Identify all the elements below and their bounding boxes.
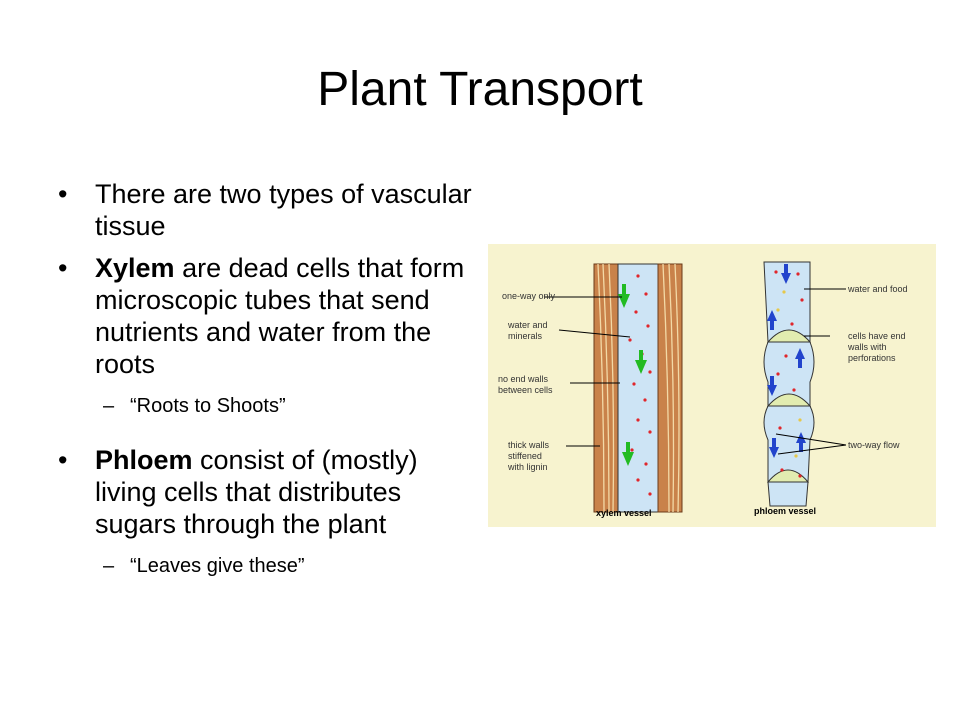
sieve-plate — [766, 329, 812, 343]
down-arrow — [767, 376, 777, 396]
bullet-text: are dead cells that form microscopic tub… — [95, 253, 465, 379]
food-dot — [796, 272, 800, 276]
lignin-fiber — [674, 263, 680, 513]
vascular-tissue-diagram: one-way only water and minerals no end w… — [488, 244, 936, 527]
food-dot — [774, 270, 778, 274]
phloem-flow-arrows — [767, 264, 806, 458]
mineral-dot — [648, 370, 652, 374]
food-dot — [800, 298, 804, 302]
mineral-dot — [648, 430, 652, 434]
bullet-text: There are two types of vascular tissue — [95, 179, 472, 241]
bullet-item: • Phloem consist of (mostly) living cell… — [58, 444, 478, 540]
bullet-list: • There are two types of vascular tissue… — [58, 178, 478, 604]
label-between-cells: between cells — [498, 385, 553, 395]
xylem-vessel-caption: xylem vessel — [596, 508, 652, 518]
sub-bullet-item: – “Roots to Shoots” — [58, 390, 478, 422]
phloem-vessel-caption: phloem vessel — [754, 506, 816, 516]
mineral-dot — [644, 292, 648, 296]
label-leader-lines — [544, 288, 847, 455]
bullet-marker: • — [58, 253, 68, 283]
label-water-and: water and — [507, 320, 548, 330]
food-dot — [790, 322, 794, 326]
food-dot — [784, 354, 788, 358]
xylem-flow-arrows — [618, 284, 647, 466]
phloem-vessel — [763, 261, 815, 507]
slide-title: Plant Transport — [317, 63, 643, 116]
xylem-right-wall — [657, 263, 683, 513]
xylem-lignin-fibers — [597, 263, 680, 513]
sub-bullet-text: “Roots to Shoots” — [130, 395, 286, 417]
mineral-dot — [636, 418, 640, 422]
label-one-way-only: one-way only — [502, 291, 556, 301]
bullet-text: consist of (mostly) living cells that di… — [95, 445, 418, 539]
sub-bullet-text: “Leaves give these” — [130, 555, 305, 577]
sub-bullet-marker: – — [103, 555, 115, 577]
bullet-term: Phloem — [95, 445, 193, 475]
label-no-end-walls: no end walls — [498, 374, 549, 384]
food-dot — [776, 372, 780, 376]
lignin-fiber — [662, 263, 670, 513]
up-arrow — [635, 350, 647, 374]
mineral-dot — [644, 462, 648, 466]
up-arrow — [795, 348, 805, 368]
bullet-item: • There are two types of vascular tissue — [58, 178, 478, 242]
phloem-sieve-plates — [766, 329, 812, 483]
mineral-dot — [636, 274, 640, 278]
mineral-dot — [628, 338, 632, 342]
bullet-term: Xylem — [95, 253, 175, 283]
up-arrow — [622, 442, 634, 466]
diagram-background — [488, 244, 936, 527]
lignin-fiber — [597, 263, 605, 513]
bullet-item: • Xylem are dead cells that form microsc… — [58, 252, 478, 380]
up-arrow — [767, 310, 777, 330]
label-thick-walls: thick walls — [508, 440, 550, 450]
food-dot — [778, 426, 782, 430]
up-arrow — [618, 284, 630, 308]
sieve-plate — [766, 393, 812, 407]
label-minerals: minerals — [508, 331, 543, 341]
up-arrow — [796, 432, 806, 452]
xylem-left-wall — [593, 263, 619, 513]
food-dot — [776, 308, 780, 312]
food-dot — [782, 290, 786, 294]
mineral-dot — [634, 310, 638, 314]
xylem-vessel — [593, 263, 683, 513]
lignin-fiber — [602, 263, 610, 513]
lignin-fiber — [608, 263, 615, 513]
food-dot — [780, 468, 784, 472]
label-stiffened: stiffened — [508, 451, 542, 461]
label-with-lignin: with lignin — [507, 462, 548, 472]
lignin-fiber — [668, 263, 675, 513]
label-water-and-food: water and food — [847, 284, 908, 294]
sieve-plate — [766, 469, 810, 483]
food-dot — [798, 418, 802, 422]
label-cells-have-end: cells have end — [848, 331, 906, 341]
label-perforations: perforations — [848, 353, 896, 363]
mineral-dot — [632, 382, 636, 386]
diagram-svg: one-way only water and minerals no end w… — [488, 244, 936, 527]
mineral-dot — [643, 398, 647, 402]
mineral-dot — [646, 324, 650, 328]
label-walls-with: walls with — [847, 342, 887, 352]
food-dot — [798, 474, 802, 478]
bullet-marker: • — [58, 445, 68, 475]
food-dot — [792, 388, 796, 392]
label-two-way-flow: two-way flow — [848, 440, 900, 450]
mineral-dot — [630, 448, 634, 452]
sub-bullet-marker: – — [103, 395, 115, 417]
mineral-dot — [648, 492, 652, 496]
bullet-marker: • — [58, 179, 68, 209]
down-arrow — [769, 438, 779, 458]
sub-bullet-item: – “Leaves give these” — [58, 550, 478, 582]
down-arrow — [781, 264, 791, 284]
food-dot — [794, 454, 798, 458]
mineral-dot — [636, 478, 640, 482]
xylem-mineral-dots — [628, 274, 652, 496]
